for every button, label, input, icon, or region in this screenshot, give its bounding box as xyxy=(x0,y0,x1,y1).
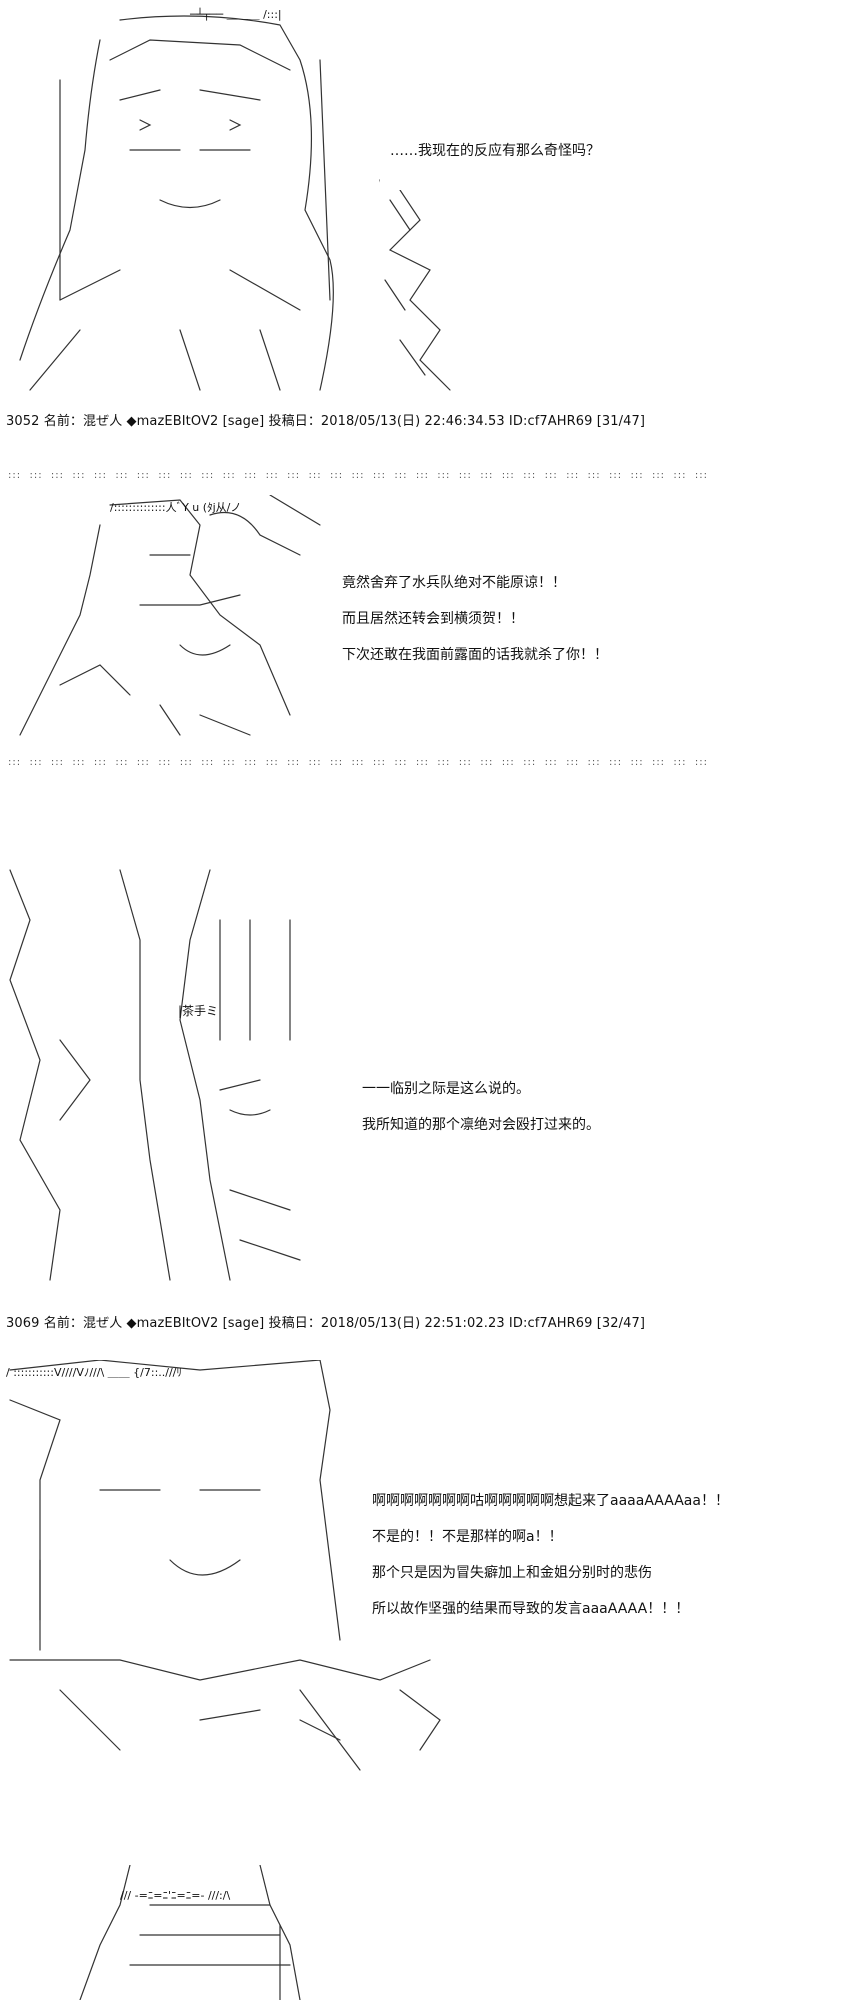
dialogue-line: 啊啊啊啊啊啊啊咕啊啊啊啊啊想起来了aaaaAAAAaa！！ xyxy=(372,1493,729,1509)
ascii-art-girl-3: |茶手ミ xyxy=(0,860,330,1300)
dialogue-line: 而且居然还转会到横须贺！！ xyxy=(342,611,524,627)
dialogue-line: 下次还敢在我面前露面的话我就杀了你！！ xyxy=(342,647,608,663)
art-text-3: |茶手ミ xyxy=(178,1004,219,1018)
dialogue-line: ……我现在的反应有那么奇怪吗？ xyxy=(390,143,600,159)
dialogue-line: 一一临别之际是这么说的。 xyxy=(362,1081,530,1097)
ascii-art-girl-2: /::::::::::::::人ﾞY u (ﾀj从/ノ xyxy=(0,495,330,740)
dialogue-line: 不是的！！不是那样的啊a！！ xyxy=(372,1529,563,1545)
art-text-2: /::::::::::::::人ﾞY u (ﾀj从/ノ xyxy=(110,501,242,514)
art-text-1: ─┴┬── ＿＿＿ /:::| xyxy=(190,8,282,21)
art-text-4: / :::::::::::V////Vﾉ///\ ＿＿ {/7::..///ﾘ xyxy=(6,1366,182,1379)
ascii-art-girl-5: /// -=ﾆ=ﾆ'ﾆ=ﾆ=- ///:/\ xyxy=(60,1865,320,2000)
separator: ::: ::: ::: ::: ::: ::: ::: ::: ::: ::: … xyxy=(8,757,708,768)
ascii-art-hand xyxy=(380,190,460,400)
dialogue-line: 我所知道的那个凛绝对会殴打过来的。 xyxy=(362,1117,600,1133)
ascii-art-girl-4: / :::::::::::V////Vﾉ///\ ＿＿ {/7::..///ﾘ xyxy=(0,1360,470,1790)
art-text-5: /// -=ﾆ=ﾆ'ﾆ=ﾆ=- ///:/\ xyxy=(120,1889,231,1902)
separator: ::: ::: ::: ::: ::: ::: ::: ::: ::: ::: … xyxy=(8,470,708,481)
ascii-art-girl-1: ─┴┬── ＿＿＿ /:::| xyxy=(0,0,380,400)
dialogue-line: 那个只是因为冒失癖加上和金姐分别时的悲伤 xyxy=(372,1565,652,1581)
post-header: 3069 名前：混ぜ人 ◆mazEBItOV2 [sage] 投稿日：2018/… xyxy=(6,1316,646,1331)
dialogue-line: 所以故作坚强的结果而导致的发言aaaAAAA！！！ xyxy=(372,1601,690,1617)
post-header: 3052 名前：混ぜ人 ◆mazEBItOV2 [sage] 投稿日：2018/… xyxy=(6,414,646,429)
dialogue-line: 竟然舍弃了水兵队绝对不能原谅！！ xyxy=(342,575,566,591)
